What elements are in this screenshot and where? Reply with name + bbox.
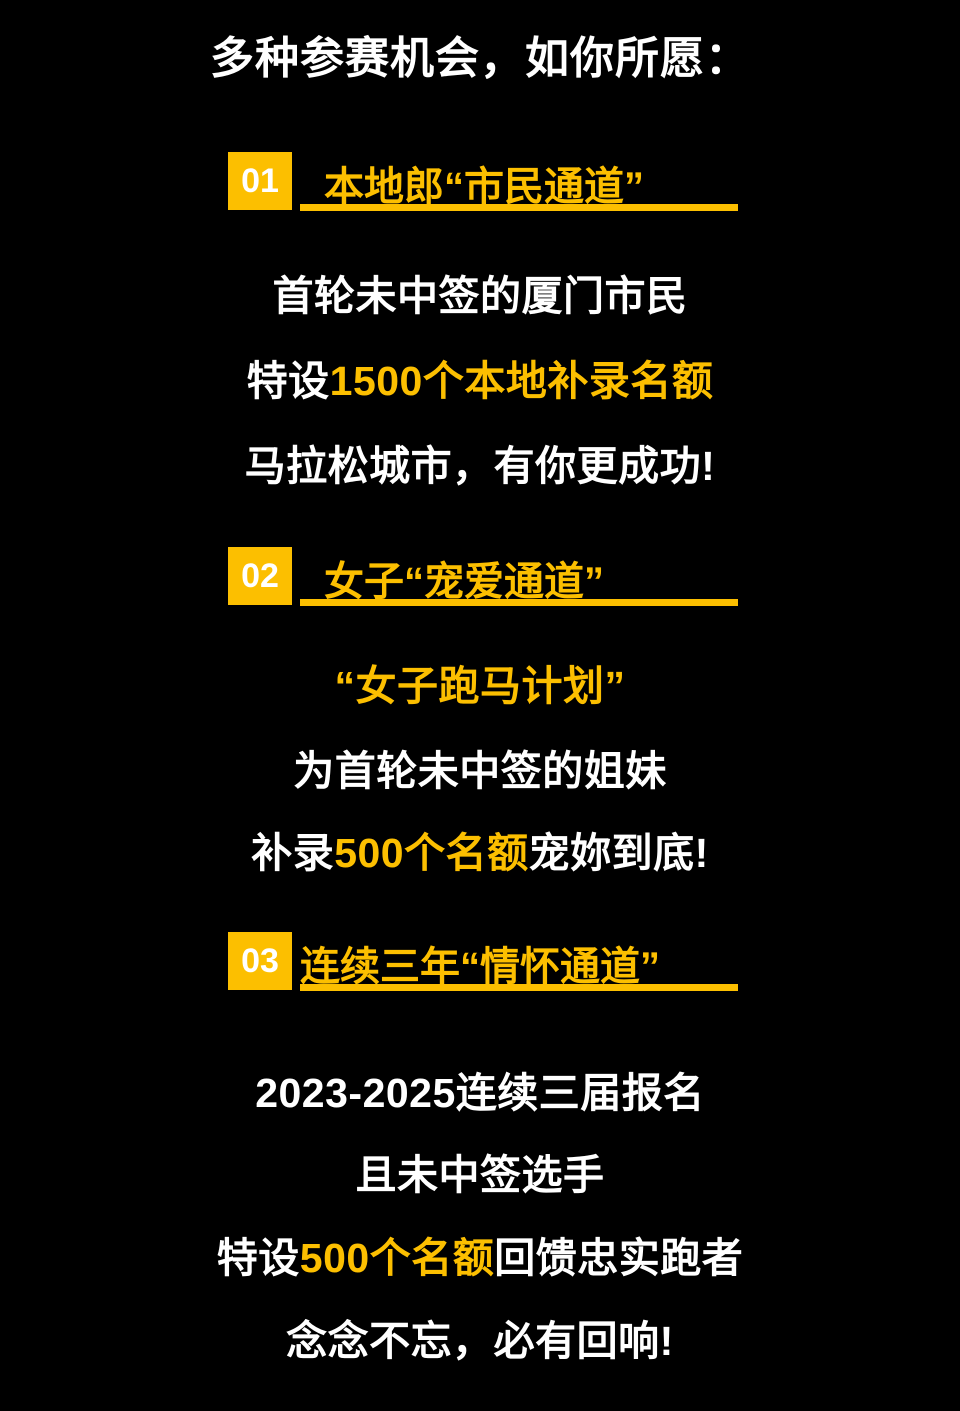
- section-header-02: 02 女子“宠爱通道”: [228, 547, 738, 609]
- section-02-line-2: 为首轮未中签的姐妹: [0, 737, 960, 797]
- section-03-line-2: 且未中签选手: [0, 1141, 960, 1201]
- section-title-01: 本地郎“市民通道”: [324, 165, 644, 209]
- text-run: 补录: [251, 830, 335, 876]
- section-badge-03: 03: [228, 932, 292, 990]
- section-header-03: 03 连续三年“情怀通道”: [228, 932, 738, 994]
- section-underline-01: [300, 204, 738, 211]
- section-underline-03: [300, 984, 738, 991]
- text-run: 特设: [216, 1235, 300, 1281]
- text-run: 500个名额: [299, 1235, 495, 1281]
- section-02-line-1: “女子跑马计划”: [0, 652, 960, 712]
- page-title: 多种参赛机会，如你所愿：: [210, 34, 750, 83]
- text-run: 为首轮未中签的姐妹: [293, 748, 667, 794]
- section-03-line-1: 2023-2025连续三届报名: [0, 1059, 960, 1119]
- text-run: 500个名额: [334, 830, 529, 876]
- text-run: 且未中签选手: [355, 1152, 605, 1198]
- section-01-line-1: 首轮未中签的厦门市民: [0, 262, 960, 322]
- section-03-line-3: 特设500个名额回馈忠实跑者: [0, 1224, 960, 1284]
- text-run: 马拉松城市，有你更成功!: [244, 443, 716, 489]
- text-run: 念念不忘，必有回响!: [286, 1318, 674, 1364]
- section-03-line-4: 念念不忘，必有回响!: [0, 1307, 960, 1367]
- text-run: 首轮未中签的厦门市民: [272, 273, 688, 319]
- section-01-line-3: 马拉松城市，有你更成功!: [0, 432, 960, 492]
- section-02-line-3: 补录500个名额宠妳到底!: [0, 819, 960, 879]
- text-run: 特设: [246, 358, 330, 404]
- text-run: “女子跑马计划”: [334, 663, 626, 709]
- text-run: 宠妳到底!: [528, 830, 709, 876]
- section-header-01: 01 本地郎“市民通道”: [228, 152, 738, 214]
- text-run: 2023-2025连续三届报名: [255, 1070, 705, 1116]
- section-title-03: 连续三年“情怀通道”: [300, 945, 660, 989]
- section-title-02: 女子“宠爱通道”: [324, 560, 604, 604]
- section-01-line-2: 特设1500个本地补录名额: [0, 347, 960, 407]
- text-run: 1500个本地补录名额: [329, 358, 714, 404]
- text-run: 回馈忠实跑者: [494, 1235, 744, 1281]
- section-badge-01: 01: [228, 152, 292, 210]
- section-badge-02: 02: [228, 547, 292, 605]
- section-underline-02: [300, 599, 738, 606]
